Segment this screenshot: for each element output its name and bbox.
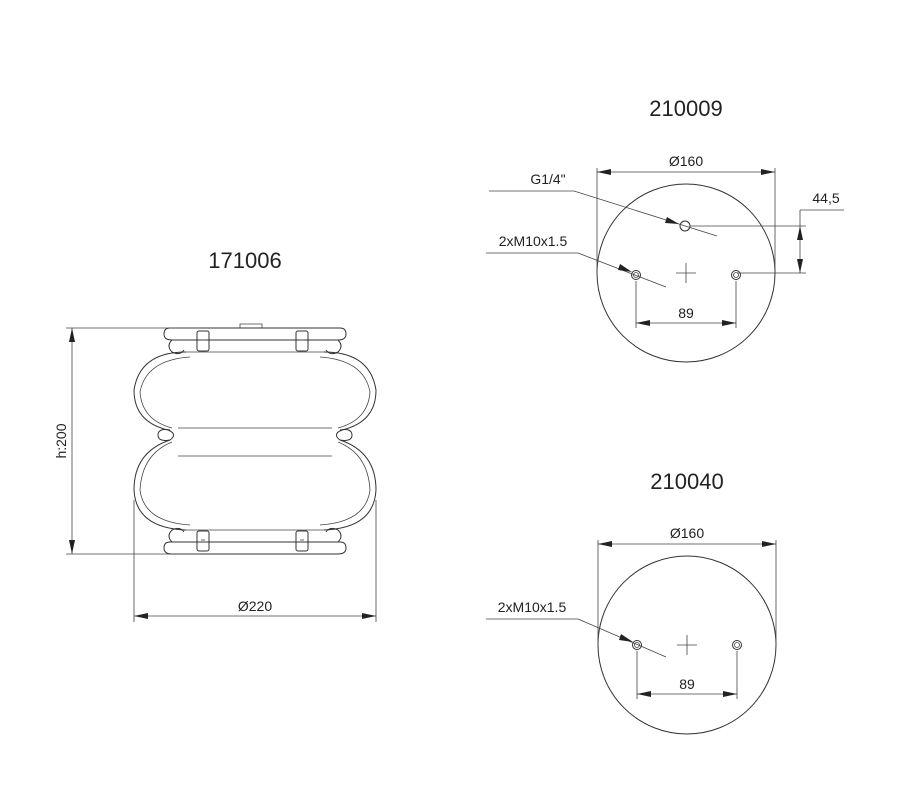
top-flange <box>163 323 347 355</box>
side-view-part-number: 171006 <box>208 248 281 273</box>
bolt-hole <box>631 270 641 280</box>
plate2-spacing-label: 89 <box>679 676 695 692</box>
plate2-part-number: 210040 <box>650 469 723 494</box>
stud <box>196 330 210 352</box>
plate1-diameter-label: Ø160 <box>669 153 703 169</box>
bolt-hole <box>632 640 642 650</box>
bolt-hole <box>731 270 741 280</box>
bolt-hole <box>732 640 742 650</box>
stud <box>295 530 309 552</box>
side-view: 171006 <box>53 248 377 622</box>
offset-label: 44,5 <box>812 190 839 206</box>
plate1-bolt-label: 2xM10x1.5 <box>499 233 568 249</box>
bottom-flange <box>163 527 347 555</box>
plate2-diameter-label: Ø160 <box>670 525 704 541</box>
stud <box>196 530 210 552</box>
plate2-bolt-label: 2xM10x1.5 <box>498 599 567 615</box>
air-port-label: G1/4" <box>530 171 565 187</box>
height-dimension: h:200 <box>53 327 200 555</box>
height-label: h:200 <box>53 423 69 458</box>
stud <box>295 330 309 352</box>
top-plate-210040: 210040 Ø160 2xM10x1.5 89 <box>486 469 777 735</box>
bellows <box>133 351 377 531</box>
plate1-spacing-label: 89 <box>678 305 694 321</box>
diameter-dimension: Ø220 <box>133 500 377 622</box>
plate1-part-number: 210009 <box>649 96 722 121</box>
diameter-label: Ø220 <box>238 598 272 614</box>
top-plate-210009: 210009 Ø160 G1/4" 44,5 <box>486 96 844 363</box>
